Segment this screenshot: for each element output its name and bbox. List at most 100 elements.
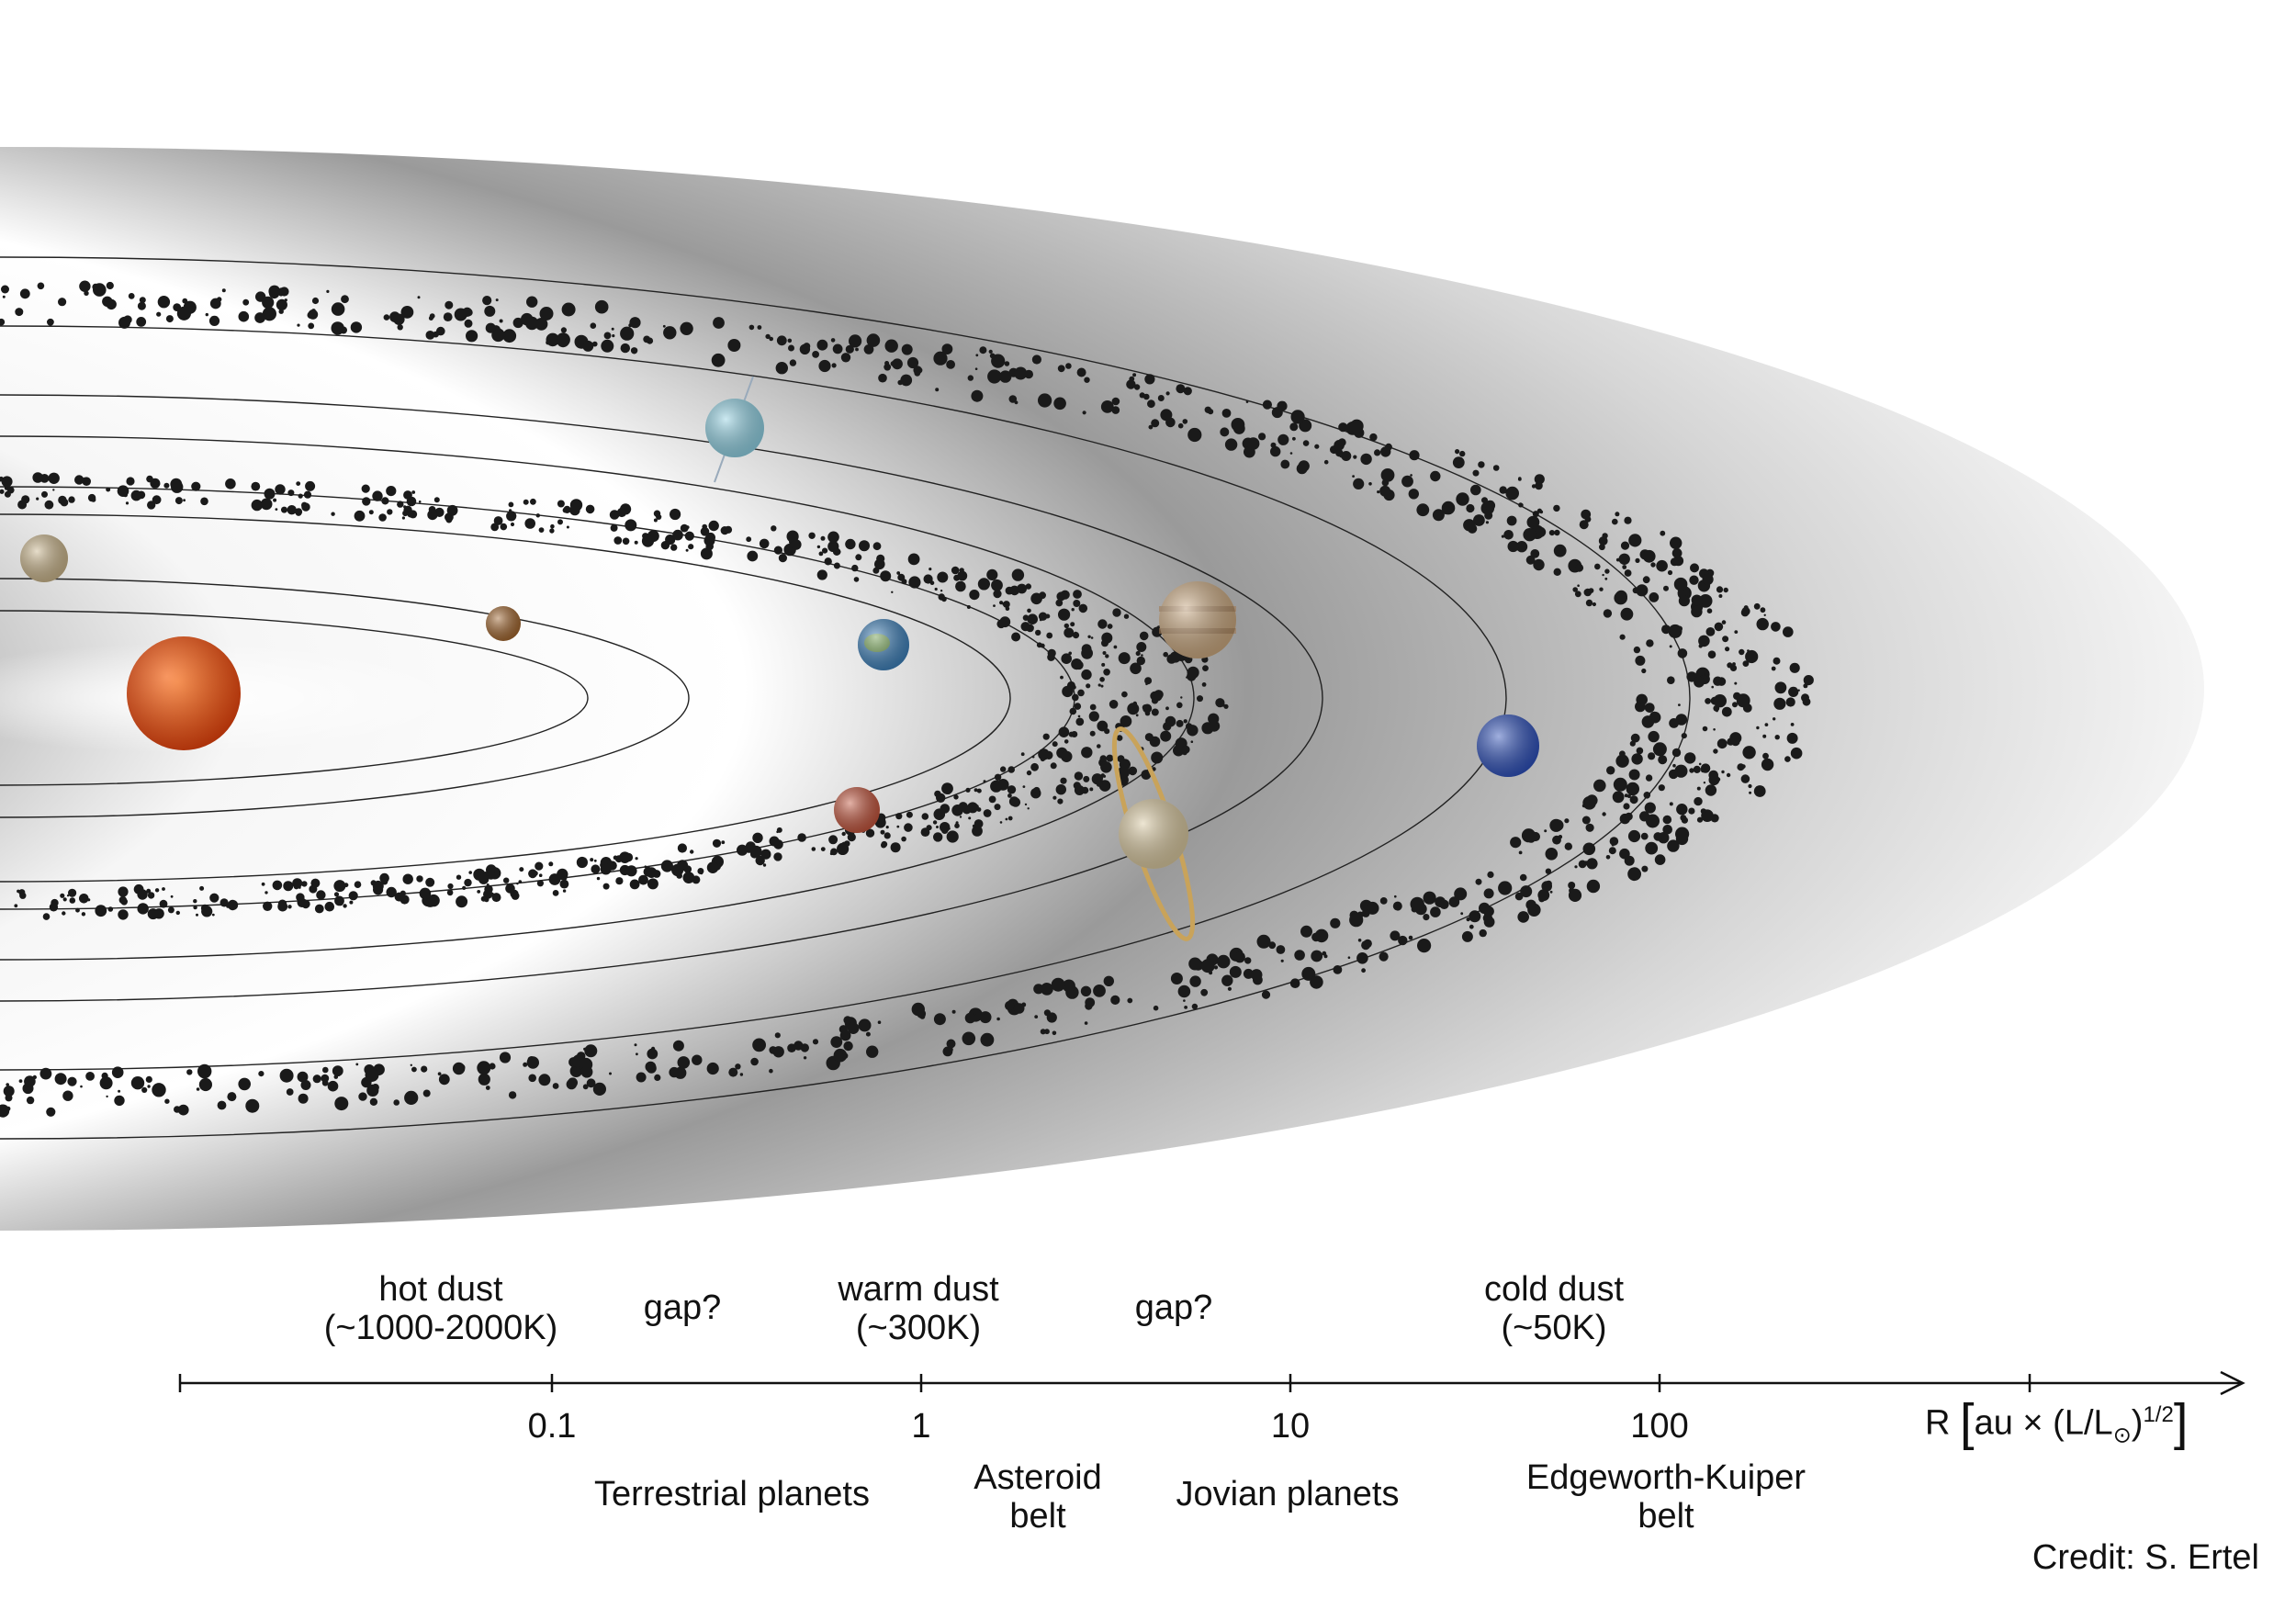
dust-grain <box>1087 635 1091 638</box>
dust-grain <box>1183 999 1186 1002</box>
dust-grain <box>1585 823 1594 832</box>
dust-grain <box>1602 812 1606 816</box>
dust-grain <box>502 329 517 343</box>
dust-grain <box>1642 549 1656 563</box>
dust-grain <box>934 587 938 591</box>
dust-grain <box>972 826 983 837</box>
dust-grain <box>1619 634 1626 640</box>
dust-grain <box>584 1044 598 1058</box>
dust-grain <box>1572 587 1578 592</box>
dust-grain <box>1694 796 1703 806</box>
dust-grain <box>546 332 560 347</box>
dust-grain <box>277 901 288 912</box>
dust-grain <box>0 1104 10 1118</box>
dust-grain <box>152 1083 166 1097</box>
dust-grain <box>369 1097 378 1107</box>
dust-grain <box>211 913 215 917</box>
dust-grain <box>1545 868 1552 874</box>
dust-grain <box>1277 433 1289 445</box>
dust-grain <box>37 282 45 290</box>
dust-grain <box>1099 677 1105 682</box>
dust-grain <box>613 855 618 861</box>
dust-grain <box>326 289 330 293</box>
dust-grain <box>1635 557 1640 564</box>
dust-grain <box>1005 817 1008 821</box>
dust-grain <box>1626 782 1640 796</box>
dust-grain <box>811 847 816 851</box>
dust-grain <box>1612 791 1625 804</box>
dust-grain <box>1669 802 1673 806</box>
dust-grain <box>1392 901 1402 911</box>
dust-grain <box>167 906 174 914</box>
dust-grain <box>1190 740 1194 743</box>
dust-grain <box>727 339 741 352</box>
dust-grain <box>1128 766 1138 776</box>
dust-grain <box>1047 648 1056 658</box>
dust-grain <box>906 356 919 369</box>
dust-grain <box>403 490 412 500</box>
dust-grain <box>1742 660 1750 667</box>
dust-grain <box>1232 422 1245 434</box>
dust-grain <box>1801 693 1809 703</box>
dust-grain <box>1103 975 1115 987</box>
dust-grain <box>999 370 1012 383</box>
dust-grain <box>1262 399 1272 410</box>
dust-grain <box>1221 974 1233 986</box>
dust-grain <box>979 1011 992 1024</box>
dust-grain <box>1648 752 1656 760</box>
dust-grain <box>1680 815 1687 821</box>
dust-grain <box>1763 613 1766 616</box>
dust-grain <box>1126 379 1136 389</box>
dust-grain <box>1333 965 1343 974</box>
dust-grain <box>1525 555 1536 565</box>
dust-grain <box>286 1088 294 1096</box>
dust-grain <box>845 538 856 550</box>
dust-grain <box>653 510 661 517</box>
dust-grain <box>662 324 666 328</box>
dust-grain <box>636 1072 647 1083</box>
dust-grain <box>644 865 647 868</box>
dust-grain <box>79 894 89 904</box>
dust-grain <box>106 281 114 290</box>
dust-grain <box>620 868 625 872</box>
tick-label-10: 10 <box>1270 1407 1311 1446</box>
dust-grain <box>6 486 15 494</box>
dust-grain <box>519 867 524 872</box>
dust-grain <box>1064 739 1069 744</box>
dust-grain <box>932 820 938 825</box>
dust-grain <box>1632 587 1639 594</box>
dust-grain <box>484 305 496 317</box>
dust-grain <box>1181 745 1190 754</box>
dust-grain <box>1479 928 1487 938</box>
dust-grain <box>593 859 597 862</box>
dust-grain <box>962 1031 976 1046</box>
dust-grain <box>478 873 490 884</box>
dust-grain <box>1430 906 1441 917</box>
dust-grain <box>940 590 943 592</box>
dust-grain <box>1347 956 1351 959</box>
dust-grain <box>1369 433 1378 442</box>
dust-grain <box>1646 639 1654 647</box>
dust-grain <box>421 1065 428 1073</box>
dust-grain <box>147 892 155 899</box>
dust-grain <box>713 317 725 329</box>
dust-grain <box>669 1066 680 1078</box>
dust-grain <box>1151 751 1164 764</box>
dust-grain <box>933 351 948 366</box>
dust-grain <box>1118 652 1131 665</box>
dust-grain <box>1223 703 1229 709</box>
dust-grain <box>788 344 794 352</box>
dust-grain <box>74 475 84 485</box>
dust-grain <box>1694 676 1705 688</box>
dust-grain <box>1645 774 1653 782</box>
dust-grain <box>765 333 771 340</box>
dust-grain <box>238 1077 252 1091</box>
dust-grain <box>62 1090 73 1101</box>
dust-grain <box>1135 714 1139 717</box>
dust-grain <box>341 295 349 304</box>
dust-grain <box>1101 639 1109 647</box>
dust-grain <box>1707 650 1716 658</box>
dust-grain <box>1722 636 1729 643</box>
dust-grain <box>1084 1021 1088 1025</box>
dust-grain <box>499 1052 512 1063</box>
